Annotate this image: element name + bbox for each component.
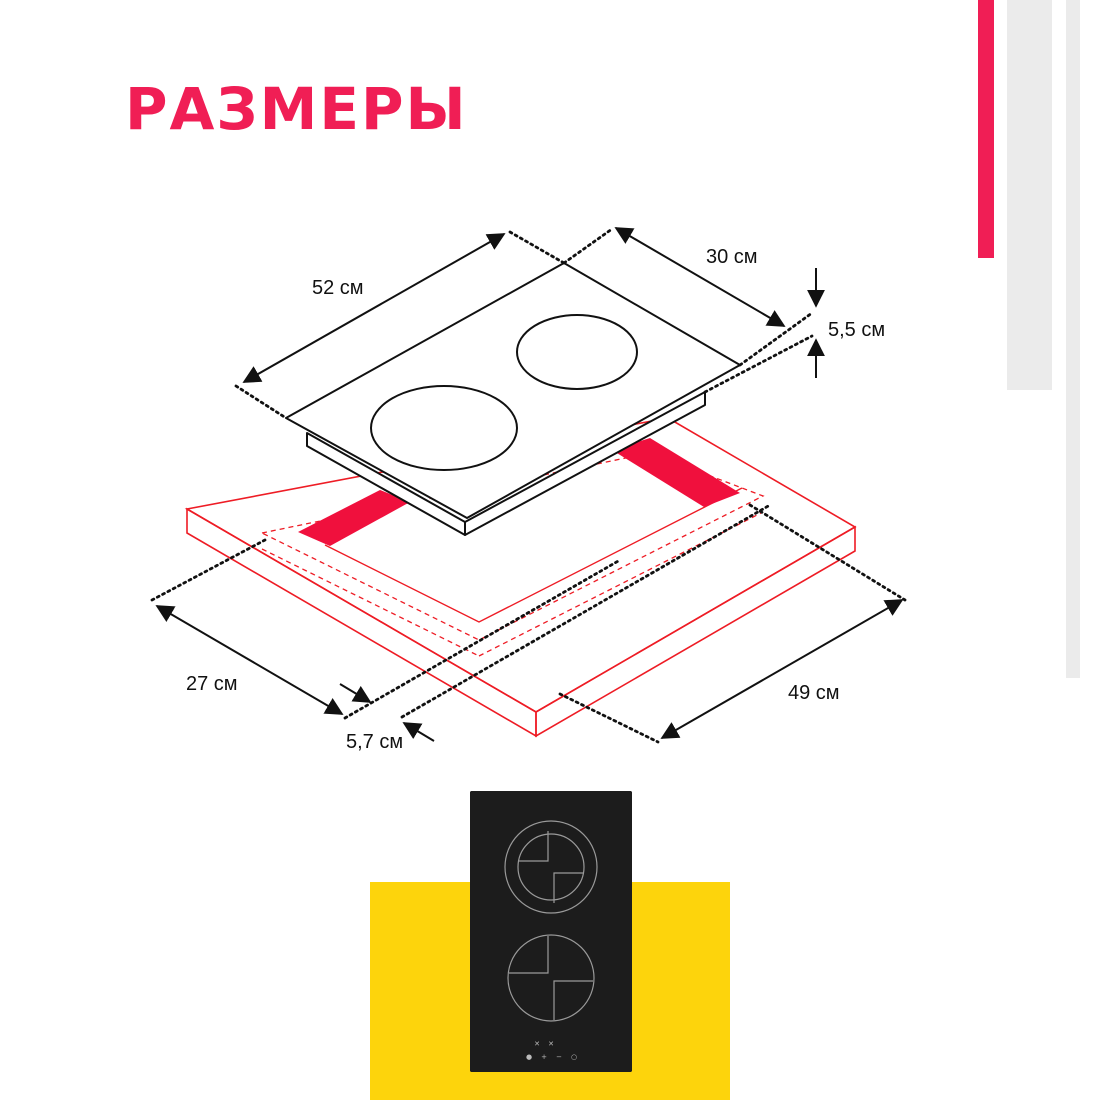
arrow-cutout-width bbox=[155, 605, 344, 715]
burner-bottom bbox=[507, 934, 595, 1022]
control-power[interactable]: ● bbox=[526, 1053, 532, 1061]
dimension-arrows bbox=[155, 227, 904, 742]
decorative-gray-bar-thin bbox=[1066, 0, 1080, 678]
burner-top bbox=[504, 820, 598, 914]
cutout-red-bar-left bbox=[298, 490, 410, 546]
arrow-hob-length bbox=[242, 233, 506, 383]
label-hob-length: 52 см bbox=[312, 277, 364, 299]
label-cutout-margin: 5,7 см bbox=[346, 731, 403, 753]
page-title: РАЗМЕРЫ bbox=[125, 75, 468, 143]
arrow-margin-right bbox=[402, 722, 435, 742]
arrow-margin-left bbox=[339, 683, 372, 703]
accent-bar bbox=[978, 0, 994, 258]
cutout-red-bar-right bbox=[612, 438, 740, 507]
arrow-cutout-length bbox=[660, 599, 904, 739]
burner-front bbox=[370, 385, 518, 471]
hob-product-photo: ✕ ✕ ● + − ○ bbox=[470, 791, 632, 1072]
label-hob-width: 30 см bbox=[706, 246, 758, 268]
control-symbol-1: ✕ bbox=[534, 1040, 540, 1048]
control-timer[interactable]: ○ bbox=[571, 1053, 577, 1061]
decorative-gray-bar bbox=[1007, 0, 1052, 390]
extension-lines bbox=[150, 227, 907, 744]
hob-body-side bbox=[464, 391, 706, 536]
glass-surface bbox=[470, 791, 632, 1072]
control-symbol-2: ✕ bbox=[548, 1040, 554, 1048]
label-cutout-width: 27 см bbox=[186, 673, 238, 695]
burner-back bbox=[516, 314, 638, 390]
dimension-diagram: 52 см 30 см 5,5 см 27 см 49 см 5,7 см bbox=[150, 227, 907, 753]
label-hob-height: 5,5 см bbox=[828, 319, 885, 341]
arrow-hob-width bbox=[614, 227, 786, 327]
hob-outline bbox=[285, 262, 741, 536]
slab-side-face bbox=[535, 525, 856, 738]
control-plus[interactable]: + bbox=[541, 1053, 547, 1061]
control-minus[interactable]: − bbox=[556, 1053, 562, 1061]
slab-front-face bbox=[186, 507, 537, 738]
label-cutout-length: 49 см bbox=[788, 682, 840, 704]
cutout-inner-edge bbox=[324, 487, 743, 623]
touch-controls: ✕ ✕ ● + − ○ bbox=[526, 1040, 577, 1061]
